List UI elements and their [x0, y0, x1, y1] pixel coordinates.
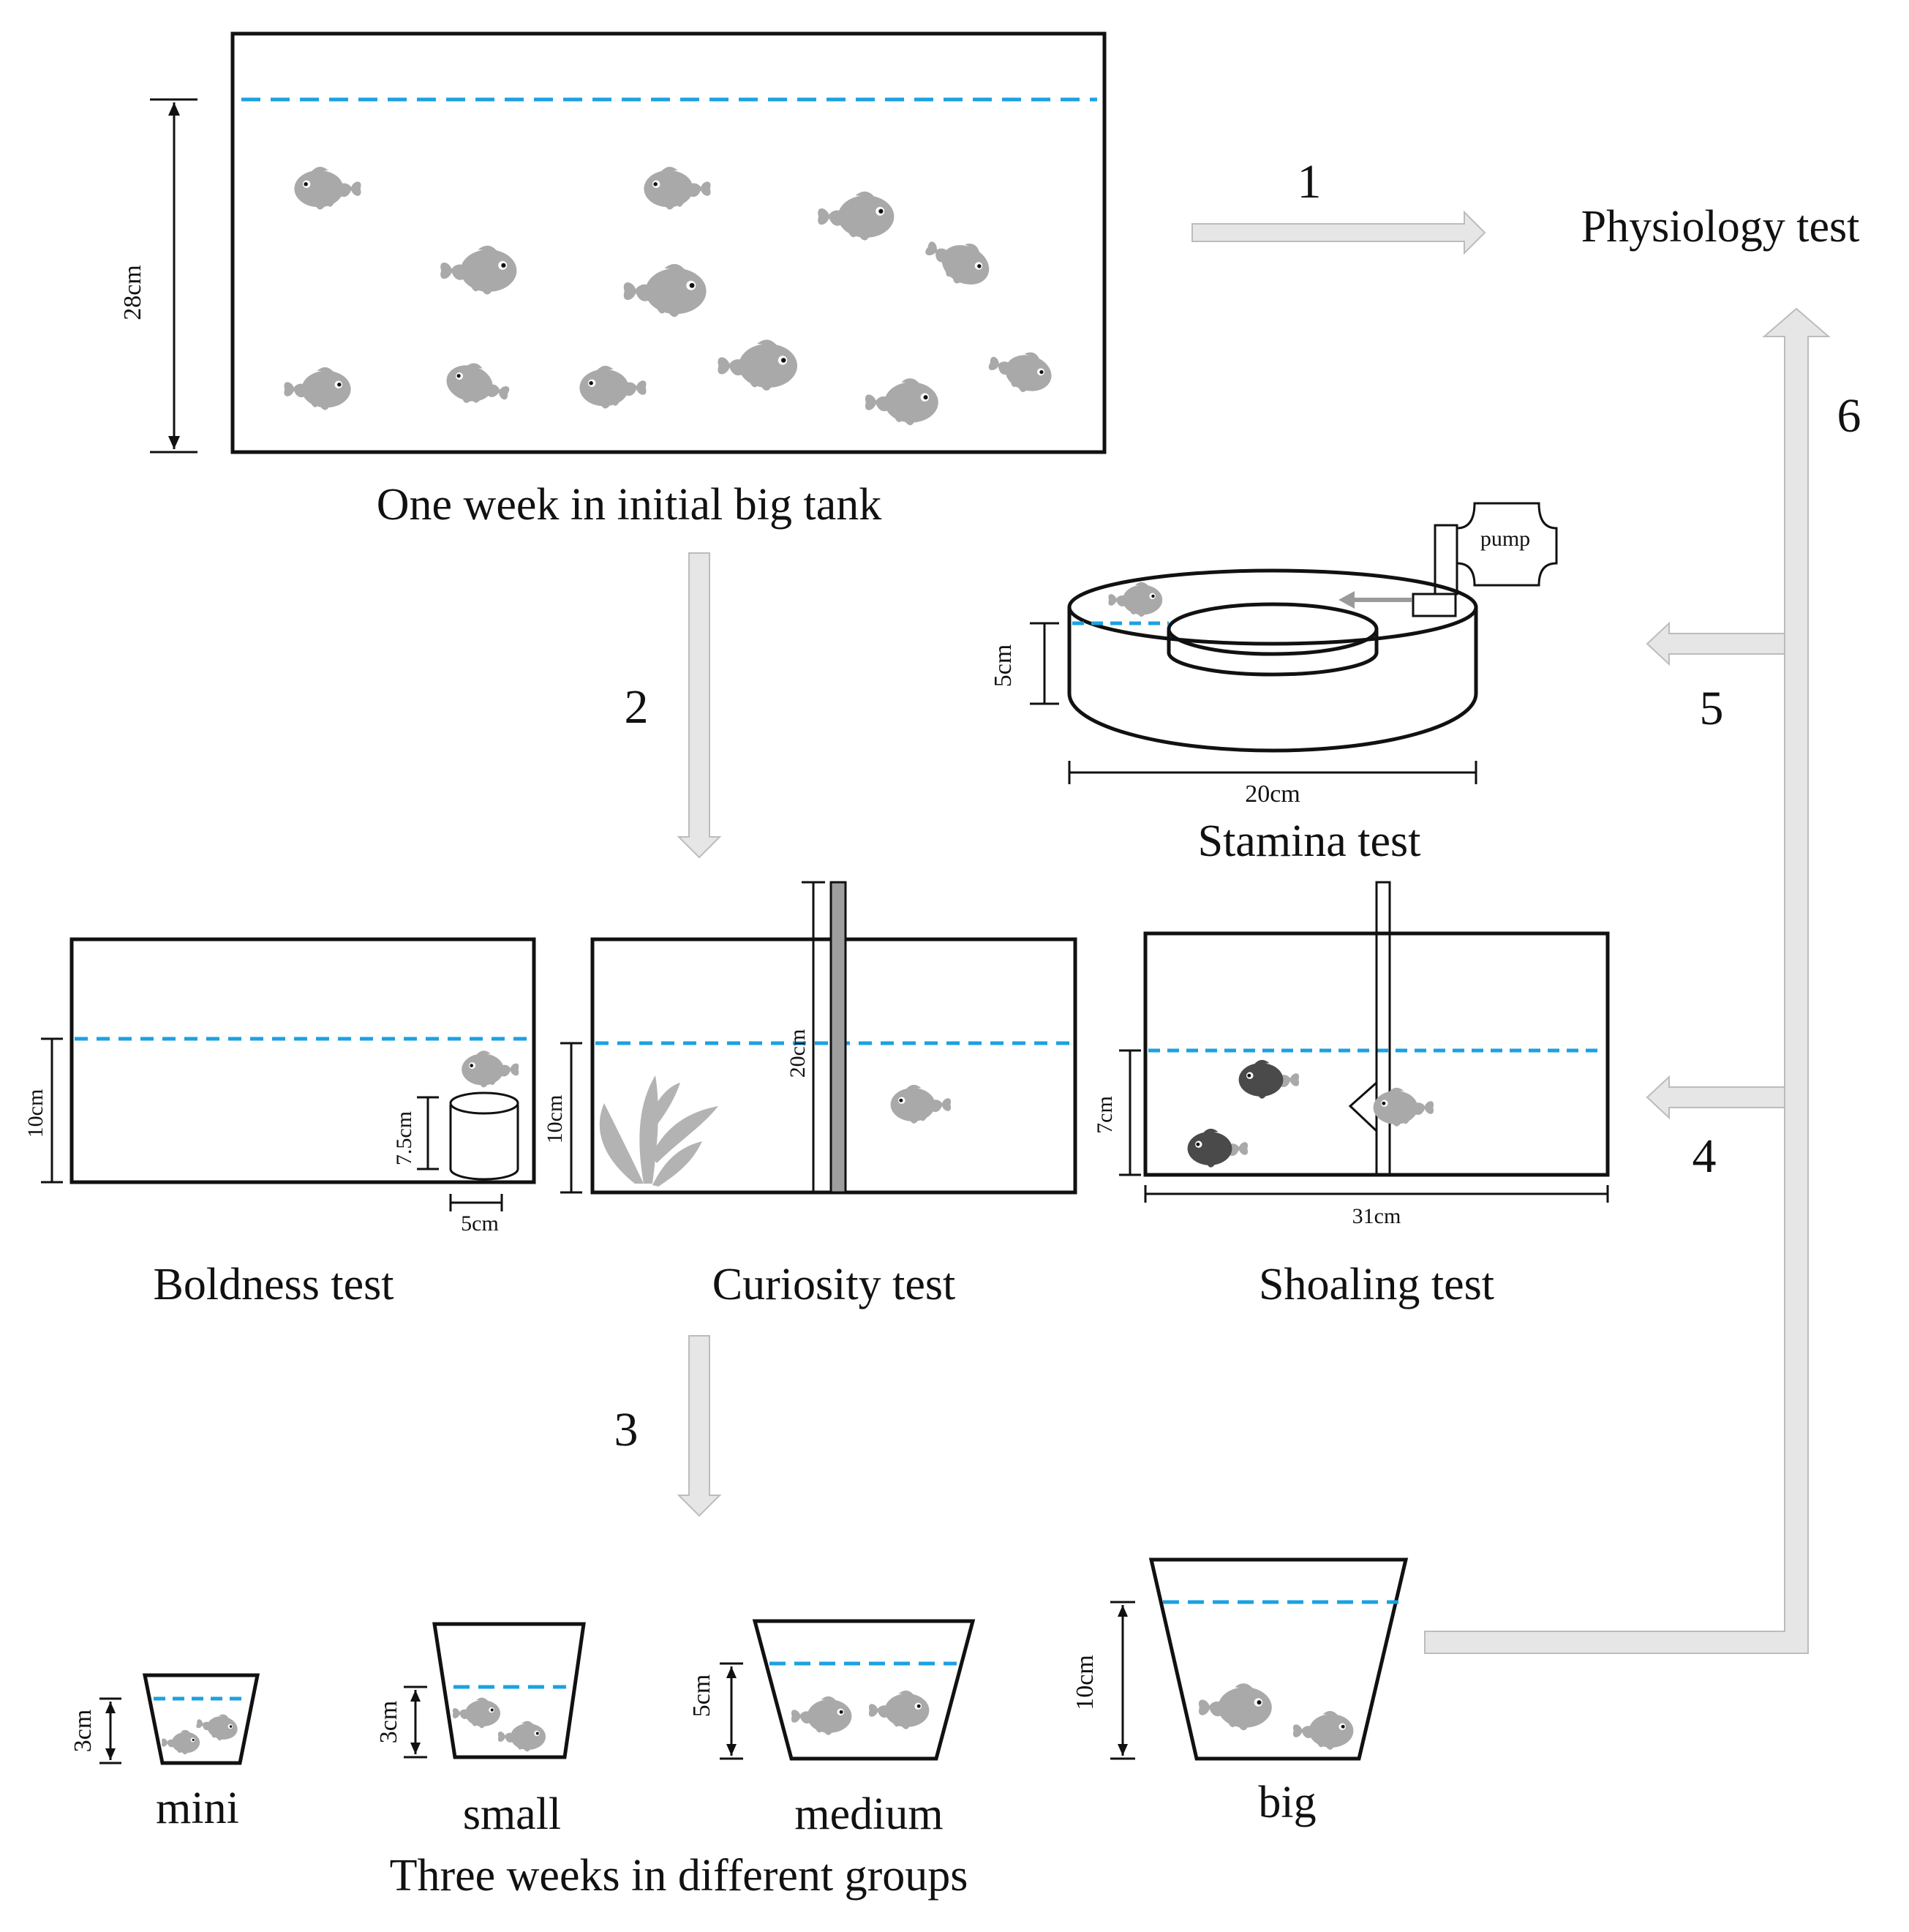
- medium-label: medium: [794, 1789, 943, 1839]
- curiosity-divider: [829, 881, 847, 1194]
- step-2-number: 2: [625, 680, 649, 734]
- step-2-arrow: 2: [625, 552, 722, 859]
- curiosity-height-dimension: 10cm: [543, 1042, 582, 1194]
- pump-unit: pump: [1338, 502, 1558, 617]
- stamina-test-label: Stamina test: [1198, 816, 1421, 866]
- big-tank-height-label: 28cm: [119, 265, 146, 320]
- small-height-dimension: 3cm: [375, 1685, 427, 1759]
- mini-height-label: 3cm: [69, 1710, 97, 1753]
- height-dimension-28cm: 28cm: [119, 98, 197, 454]
- boldness-height-dimension: 10cm: [23, 1037, 63, 1184]
- fish-icon-boldness: [462, 1050, 519, 1088]
- curiosity-height-label: 10cm: [543, 1095, 567, 1144]
- shoaling-test-label: Shoaling test: [1259, 1260, 1494, 1309]
- cylinder-width-dimension: 5cm: [449, 1194, 503, 1236]
- cylinder-height-label: 7.5cm: [392, 1111, 416, 1165]
- return-flow-arrows: 6 5 4: [1424, 307, 1861, 1654]
- divider-height-dimension: 20cm: [786, 881, 825, 1194]
- divider-height-label: 20cm: [786, 1029, 810, 1078]
- step-5-number: 5: [1700, 682, 1724, 735]
- dark-fish-icon-2: [1187, 1128, 1249, 1168]
- curiosity-test-apparatus: 10cm 20cm Curiosity test: [543, 881, 1077, 1309]
- plant-icon: [599, 1075, 718, 1187]
- groups-caption: Three weeks in different groups: [390, 1851, 968, 1901]
- boldness-test-apparatus: 10cm 7.5cm 5cm Boldness test: [23, 937, 536, 1309]
- step-1-number: 1: [1298, 155, 1322, 208]
- stamina-width-dimension: 20cm: [1068, 761, 1477, 808]
- fish-icon-curiosity: [890, 1084, 952, 1124]
- container-mini: 3cm mini: [69, 1673, 260, 1833]
- dark-fish-icon-1: [1238, 1059, 1300, 1099]
- container-big: 10cm big: [1072, 1557, 1409, 1827]
- shoaling-height-label: 7cm: [1093, 1096, 1117, 1134]
- initial-tank-label: One week in initial big tank: [377, 480, 881, 530]
- big-height-label: 10cm: [1072, 1655, 1099, 1710]
- shoaling-width-dimension: 31cm: [1144, 1185, 1609, 1228]
- boldness-test-label: Boldness test: [154, 1260, 394, 1309]
- stamina-width-label: 20cm: [1245, 781, 1300, 808]
- big-height-dimension: 10cm: [1072, 1601, 1135, 1760]
- refuge-cylinder: [449, 1091, 519, 1181]
- cylinder-width-label: 5cm: [461, 1211, 499, 1236]
- step-3-arrow: 3: [614, 1335, 722, 1517]
- step-4-number: 4: [1693, 1129, 1717, 1183]
- step-3-number: 3: [614, 1403, 639, 1456]
- pump-label: pump: [1480, 527, 1530, 551]
- boldness-height-label: 10cm: [23, 1089, 48, 1138]
- stamina-height-label: 5cm: [990, 644, 1017, 688]
- medium-height-dimension: 5cm: [688, 1662, 743, 1760]
- physiology-test-label: Physiology test: [1581, 202, 1860, 252]
- stamina-test-apparatus: pump 5cm 20cm Stamina test: [990, 502, 1558, 866]
- cylinder-height-dimension: 7.5cm: [392, 1096, 439, 1170]
- curiosity-test-label: Curiosity test: [712, 1260, 955, 1309]
- shoaling-test-apparatus: 7cm 31cm Shoaling test: [1093, 881, 1610, 1309]
- initial-big-tank: 28cm One week in initial big tank: [119, 31, 1107, 530]
- step-6-number: 6: [1837, 389, 1861, 443]
- shoaling-height-dimension: 7cm: [1093, 1049, 1141, 1176]
- mini-label: mini: [156, 1783, 239, 1833]
- fish-icon-shoaling: [1373, 1087, 1434, 1127]
- small-height-label: 3cm: [375, 1701, 402, 1744]
- fish-icons-initial-tank: [284, 167, 1057, 426]
- fish-icon-stamina: [1108, 582, 1163, 617]
- small-label: small: [463, 1789, 561, 1839]
- container-small: 3cm small: [375, 1622, 586, 1839]
- shoaling-width-label: 31cm: [1352, 1204, 1401, 1228]
- mini-height-dimension: 3cm: [69, 1697, 121, 1764]
- step-1-arrow: 1: [1191, 155, 1486, 255]
- medium-height-label: 5cm: [688, 1674, 715, 1718]
- stamina-height-dimension: 5cm: [990, 622, 1059, 705]
- big-label: big: [1258, 1778, 1316, 1827]
- container-medium: 5cm medium: [688, 1619, 976, 1839]
